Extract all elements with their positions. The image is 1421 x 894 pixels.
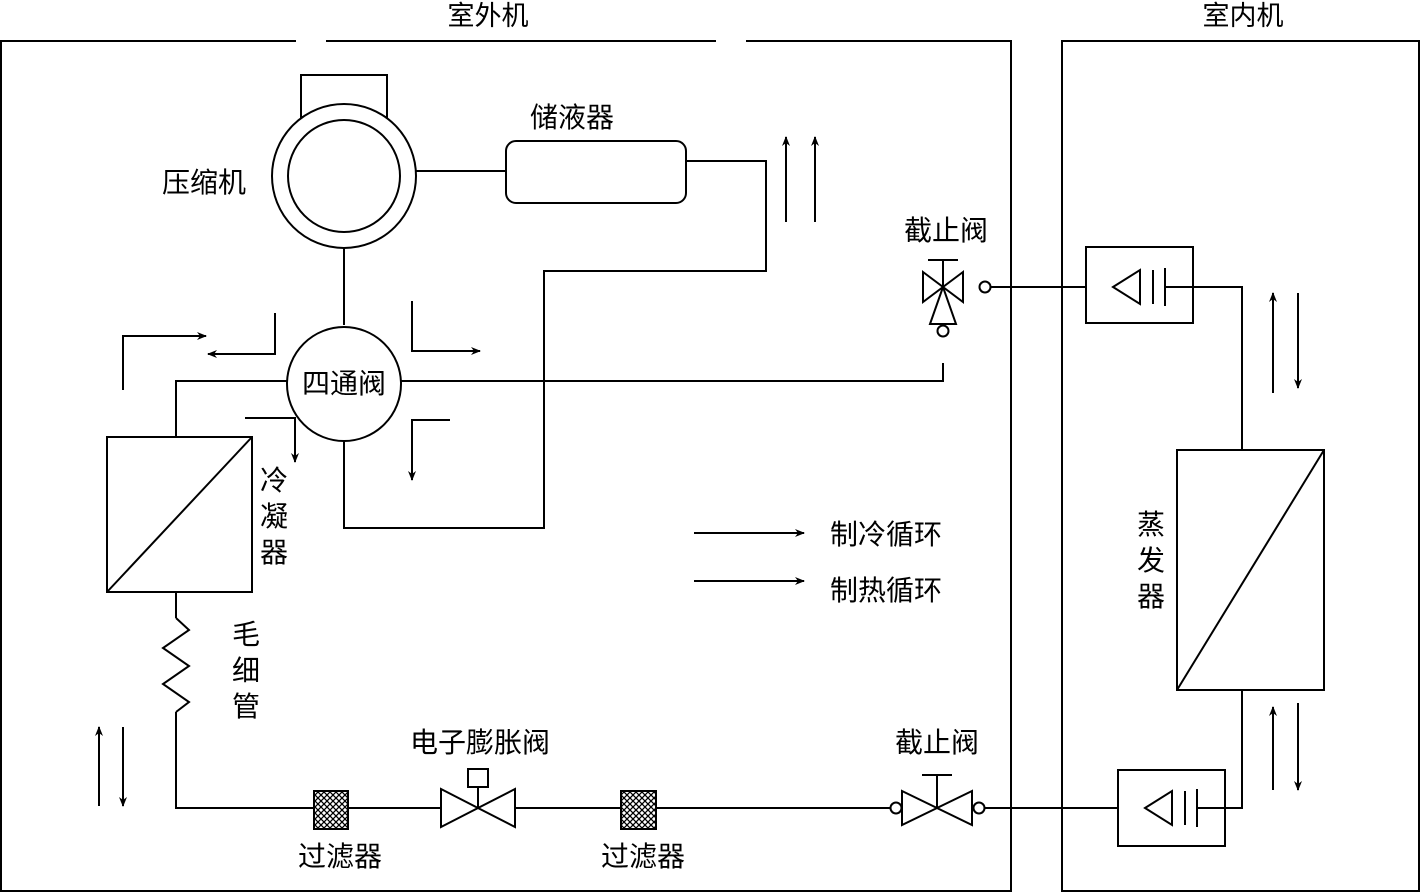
condenser bbox=[106, 436, 253, 593]
capillary-label-3: 管 bbox=[232, 690, 260, 723]
four-way-valve-label: 四通阀 bbox=[302, 367, 386, 400]
filter-right bbox=[620, 790, 657, 830]
outdoor-unit-title: 室外机 bbox=[448, 1, 529, 32]
capillary-tube bbox=[161, 617, 191, 713]
stop-valve-bottom-label: 截止阀 bbox=[895, 726, 979, 759]
evaporator-label-2: 发 bbox=[1137, 544, 1165, 577]
piping bbox=[175, 160, 1243, 809]
liquid-receiver bbox=[505, 140, 687, 204]
condenser-label-3: 器 bbox=[260, 536, 288, 569]
outdoor-unit-frame bbox=[0, 40, 1012, 892]
compressor bbox=[271, 74, 417, 249]
condenser-label-1: 冷 bbox=[260, 464, 288, 497]
filter-left-label: 过滤器 bbox=[298, 840, 382, 873]
stop-valve-top bbox=[922, 259, 992, 338]
flow-arrows bbox=[95, 136, 1302, 807]
stop-valve-top-label: 截止阀 bbox=[904, 214, 988, 247]
condenser-label-2: 凝 bbox=[260, 500, 288, 533]
evaporator-label-3: 器 bbox=[1137, 580, 1165, 613]
four-way-valve bbox=[286, 326, 402, 442]
compressor-label: 压缩机 bbox=[162, 166, 246, 199]
legend: 制冷循环 制热循环 bbox=[694, 518, 942, 607]
filter-right-label: 过滤器 bbox=[601, 840, 685, 873]
evaporator-label-1: 蒸 bbox=[1137, 508, 1165, 541]
indoor-unit-frame bbox=[1061, 40, 1420, 892]
filter-left bbox=[313, 790, 349, 830]
evaporator bbox=[1176, 449, 1325, 691]
receiver-label: 储液器 bbox=[530, 101, 614, 134]
indoor-unit-title: 室内机 bbox=[1203, 1, 1284, 32]
electronic-expansion-valve bbox=[440, 768, 516, 829]
indoor-valve-top bbox=[1085, 246, 1194, 324]
indoor-valve-bottom bbox=[1117, 769, 1226, 847]
capillary-label-1: 毛 bbox=[232, 618, 260, 651]
legend-cooling-label: 制冷循环 bbox=[830, 518, 942, 551]
expansion-valve-label: 电子膨胀阀 bbox=[410, 726, 550, 759]
capillary-label-2: 细 bbox=[232, 654, 260, 687]
stop-valve-bottom bbox=[889, 774, 986, 827]
legend-heating-label: 制热循环 bbox=[830, 574, 942, 607]
